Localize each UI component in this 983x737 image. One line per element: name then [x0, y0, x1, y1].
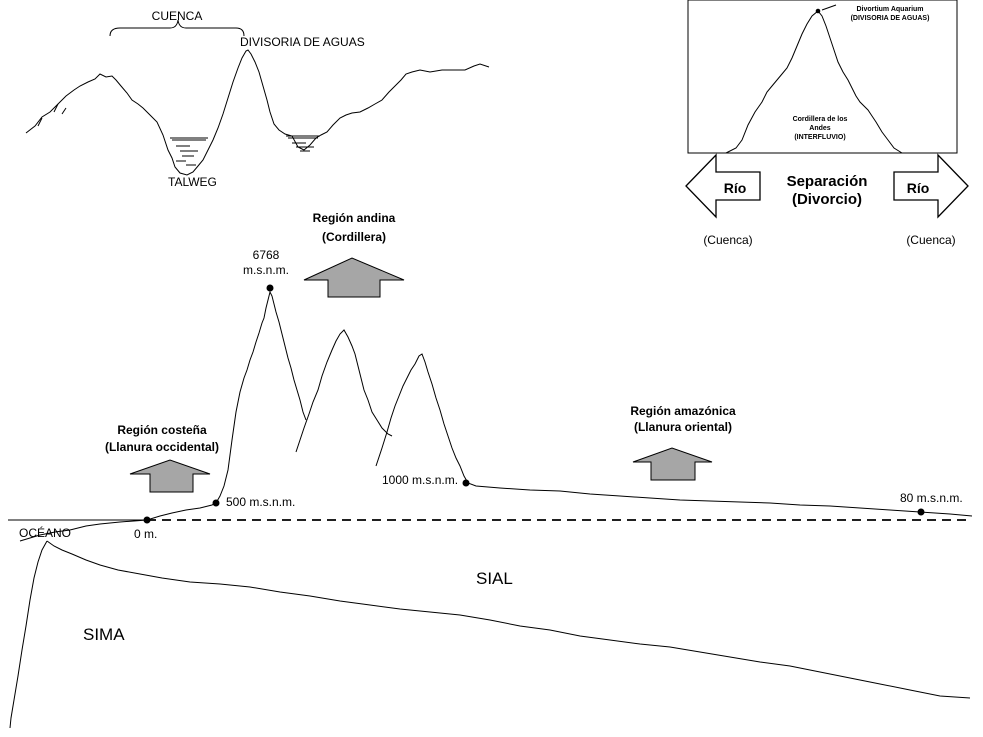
sea-level-zero-label: 0 m. [134, 527, 157, 541]
divortium-point [815, 8, 821, 14]
divisoria-label: DIVISORIA DE AGUAS [240, 35, 365, 49]
andes-peak-line [725, 10, 903, 154]
cuenca-brace [109, 19, 245, 37]
andina-label-1: Región andina [313, 211, 396, 225]
water-ripples-right [292, 142, 314, 152]
terrain-tick-2 [53, 103, 59, 113]
andes-third-peak [375, 353, 973, 517]
cordillera-label-2: Andes [809, 125, 831, 132]
andina-up-arrow [303, 257, 405, 298]
point-0m [143, 516, 151, 524]
relief-profile [8, 290, 973, 729]
altitude-80-label: 80 m.s.n.m. [900, 491, 963, 505]
peak-unit-label: m.s.n.m. [243, 263, 289, 277]
costena-up-arrow [129, 459, 211, 493]
peak-6768-point [266, 284, 274, 292]
separacion-label: Separación [787, 173, 868, 190]
divortium-divisoria-label: (DIVISORIA DE AGUAS) [851, 15, 930, 22]
rio-left-arrow-shape [685, 153, 761, 219]
crust-boundary-line [46, 540, 971, 699]
interfluvio-label: (INTERFLUVIO) [794, 134, 845, 141]
amazonica-label-1: Región amazónica [630, 404, 736, 418]
water-ripples-left [176, 145, 198, 166]
cuenca-label: CUENCA [152, 9, 203, 23]
altitude-1000-label: 1000 m.s.n.m. [382, 473, 458, 487]
cordillera-label-1: Cordillera de los [793, 116, 848, 123]
divortium-frame [687, 0, 958, 154]
point-500m [212, 499, 220, 507]
amazonica-label-2: (Llanura oriental) [634, 420, 732, 434]
costena-label-1: Región costeña [117, 423, 207, 437]
andes-main-profile [215, 290, 307, 504]
cuenca-left-label: (Cuenca) [703, 233, 752, 247]
divortium-inset [685, 0, 969, 219]
terrain-tick-3 [61, 107, 67, 115]
cuenca-right-label: (Cuenca) [906, 233, 955, 247]
amazonica-up-arrow [632, 447, 713, 481]
terrain-tick-1 [37, 117, 43, 127]
basin-terrain-line [25, 49, 490, 176]
sial-label: SIAL [476, 569, 513, 588]
rio-right-arrow-shape [893, 153, 969, 219]
sima-label: SIMA [83, 625, 125, 644]
coast-slope-line [19, 502, 217, 542]
divortium-pointer [821, 4, 837, 11]
oceanic-slope-line [9, 540, 48, 729]
divorcio-label: (Divorcio) [792, 191, 862, 208]
altitude-500-label: 500 m.s.n.m. [226, 495, 295, 509]
point-80m [917, 508, 925, 516]
oceano-label: OCÉANO [19, 525, 71, 540]
andina-label-2: (Cordillera) [322, 230, 386, 244]
rio-right-label: Río [907, 180, 930, 196]
peak-altitude-label: 6768 [253, 248, 280, 262]
costena-label-2: (Llanura occidental) [105, 440, 219, 454]
rio-left-label: Río [724, 180, 747, 196]
divortium-label: Divortium Aquarium [856, 6, 923, 13]
talweg-label: TALWEG [168, 175, 217, 189]
basin-inset [25, 19, 490, 176]
point-1000m [462, 479, 470, 487]
andes-second-peak [295, 329, 393, 453]
